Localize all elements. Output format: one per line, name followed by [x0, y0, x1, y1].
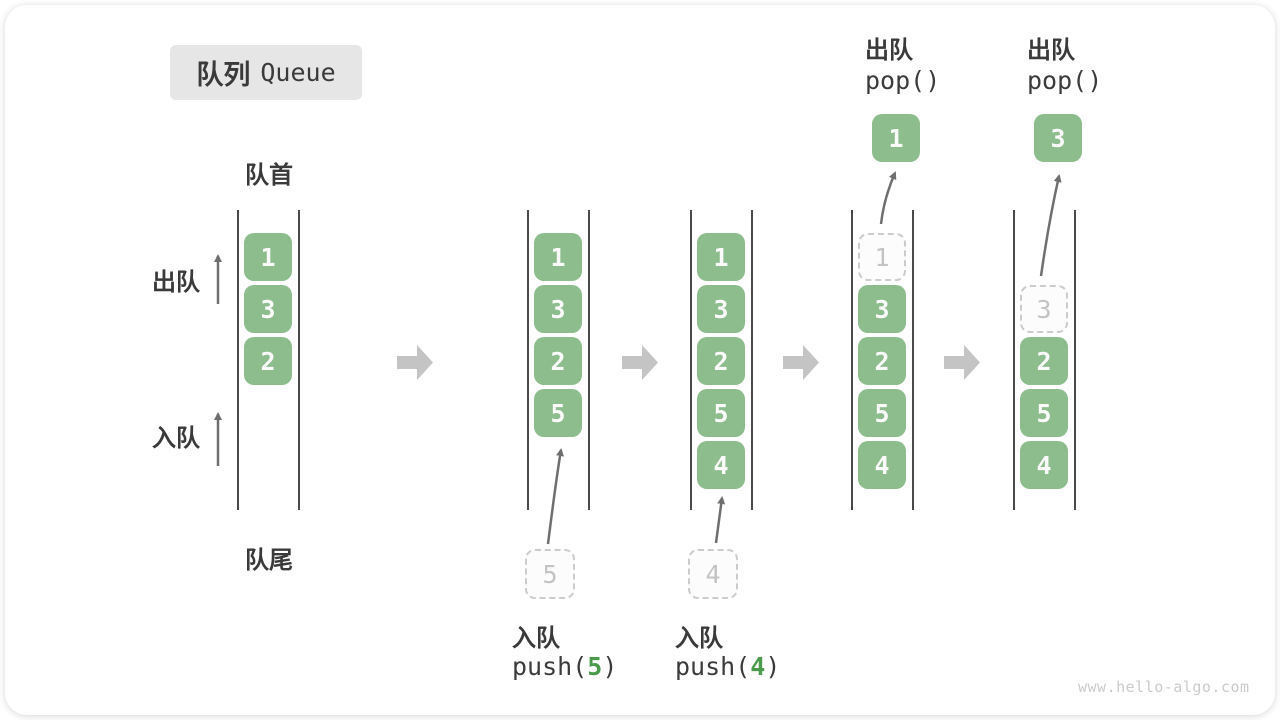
queue-cell: 3 [534, 285, 582, 333]
queue-wall-left [690, 210, 692, 510]
title-en: Queue [260, 58, 336, 87]
queue-wall-left [851, 210, 853, 510]
enqueue-label: 入队 [675, 625, 723, 652]
queue-cell: 4 [1020, 441, 1068, 489]
title-box: 队列 Queue [170, 45, 362, 100]
queue-wall-right [1074, 210, 1076, 510]
queue-wall-right [751, 210, 753, 510]
dequeue-result-box: 3 [1034, 114, 1082, 162]
enqueue-label: 入队 [512, 625, 560, 652]
enqueue-side-label: 入队 [152, 425, 200, 452]
queue-cell: 5 [1020, 389, 1068, 437]
queue-wall-left [527, 210, 529, 510]
queue-cell: 2 [858, 337, 906, 385]
queue-cell: 3 [244, 285, 292, 333]
queue-cell: 5 [858, 389, 906, 437]
queue-cell: 1 [697, 233, 745, 281]
enqueue-ghost-box: 4 [688, 549, 738, 599]
queue-cell: 1 [534, 233, 582, 281]
watermark: www.hello-algo.com [1078, 678, 1250, 696]
dequeue-code: pop() [1027, 66, 1103, 95]
queue-cell: 3 [697, 285, 745, 333]
queue-cell: 5 [534, 389, 582, 437]
dequeue-result-box: 1 [872, 114, 920, 162]
queue-cell: 4 [858, 441, 906, 489]
queue-rear-label: 队尾 [245, 547, 293, 574]
queue-cell: 2 [1020, 337, 1068, 385]
queue-wall-left [237, 210, 239, 510]
dequeue-code: pop() [865, 66, 941, 95]
queue-cell-dashed: 1 [858, 233, 906, 281]
dequeue-label: 出队 [865, 37, 913, 64]
queue-front-label: 队首 [245, 162, 293, 189]
queue-cell: 2 [534, 337, 582, 385]
enqueue-ghost-box: 5 [525, 549, 575, 599]
queue-cell: 1 [244, 233, 292, 281]
title-zh: 队列 [196, 60, 251, 90]
queue-wall-right [912, 210, 914, 510]
enqueue-code: push(5) [512, 652, 618, 681]
queue-wall-right [588, 210, 590, 510]
queue-cell-dashed: 3 [1020, 285, 1068, 333]
dequeue-label: 出队 [1027, 37, 1075, 64]
enqueue-code: push(4) [675, 652, 781, 681]
diagram-card [5, 5, 1275, 715]
queue-cell: 2 [697, 337, 745, 385]
queue-wall-left [1013, 210, 1015, 510]
queue-cell: 4 [697, 441, 745, 489]
queue-cell: 5 [697, 389, 745, 437]
queue-cell: 2 [244, 337, 292, 385]
dequeue-side-label: 出队 [152, 269, 200, 296]
queue-wall-right [298, 210, 300, 510]
queue-cell: 3 [858, 285, 906, 333]
